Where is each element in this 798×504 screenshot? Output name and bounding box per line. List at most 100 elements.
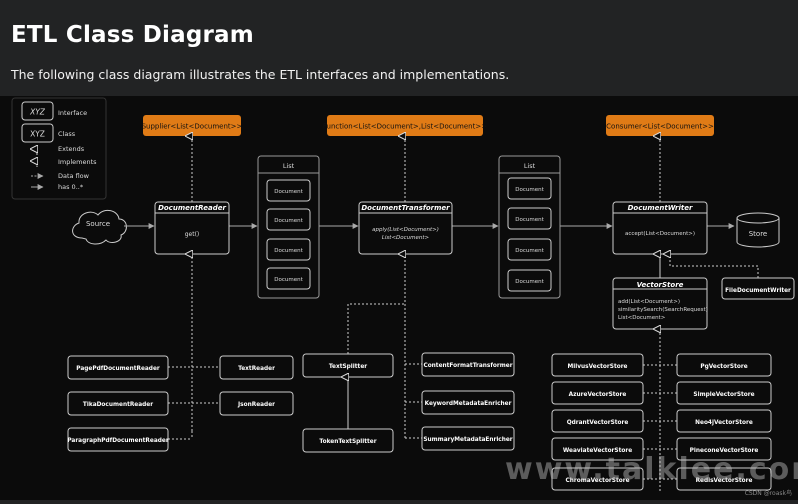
vector-store-name: VectorStore (637, 281, 684, 289)
json-reader-box (219, 391, 294, 416)
milvus-store-box (551, 353, 644, 377)
pinecone-store: PineconeVectorStore (690, 448, 759, 454)
file-writer-implements-writer (670, 254, 759, 278)
legend-class-box: XYZ (30, 130, 45, 139)
vector-store-method-search: similaritySearch(SearchRequest) (618, 307, 708, 313)
list-left-item-1: Document (274, 189, 303, 195)
legend-class-label: Class (58, 130, 76, 138)
chroma-store-box (551, 467, 644, 491)
milvus-store: MilvusVectorStore (568, 364, 628, 370)
list-right-item-2: Document (515, 217, 544, 223)
document-reader-method: get() (185, 231, 200, 238)
summary-metadata-enricher: SummaryMetadataEnricher (423, 437, 512, 443)
weaviate-store-box (551, 437, 644, 461)
consumer-interface: Consumer<List<Document>> (606, 123, 714, 131)
function-interface: Function<List<Document>,List<Document>> (323, 123, 487, 131)
text-splitter-connector (347, 303, 405, 354)
consumer-interface-box (606, 115, 714, 136)
text-splitter: TextSplitter (329, 364, 367, 370)
diagram-svg: XYZ Interface XYZ Class Extends Implemen… (11, 97, 795, 491)
store-label: Store (749, 230, 768, 238)
list-right-box (498, 155, 561, 299)
document-reader-name: DocumentReader (158, 204, 226, 212)
page-title: ETL Class Diagram (11, 22, 254, 48)
keyword-metadata-enricher-box (421, 390, 515, 415)
list-right-item-1-box (507, 177, 552, 200)
qdrant-store: QdrantVectorStore (567, 420, 629, 426)
credit: CSDN @roask鸟 (744, 490, 792, 497)
watermark: www.talklee.com (505, 452, 798, 487)
azure-store-box (551, 381, 644, 405)
store-database-icon (736, 212, 780, 248)
list-right-item-4-box (507, 269, 552, 292)
tika-reader: TikaDocumentReader (83, 402, 153, 408)
supplier-interface: Supplier<List<Document>> (142, 123, 243, 131)
pg-store-box (676, 353, 772, 377)
summary-metadata-enricher-box (421, 426, 515, 451)
list-left-item-3: Document (274, 248, 303, 254)
token-text-splitter-box (302, 428, 394, 453)
file-document-writer: FileDocumentWriter (725, 288, 791, 294)
paragraph-pdf-reader: ParagraphPdfDocumentReader (67, 438, 169, 444)
list-left-item-2-box (266, 208, 311, 231)
token-text-splitter: TokenTextSplitter (319, 439, 376, 445)
legend-interface-box: XYZ (29, 108, 46, 117)
page-pdf-reader-box (67, 355, 169, 380)
simple-store: SimpleVectorStore (693, 392, 754, 398)
redis-store: RedisVectorStore (696, 478, 753, 484)
document-writer-name: DocumentWriter (628, 204, 693, 212)
simple-store-box (676, 381, 772, 405)
legend-interface-label: Interface (58, 109, 87, 117)
content-format-transformer: ContentFormatTransformer (423, 363, 512, 369)
list-left-item-3-box (266, 238, 311, 261)
list-left-item-4-box (266, 267, 311, 290)
keyword-metadata-enricher: KeywordMetadataEnricher (425, 401, 512, 407)
document-transformer-method: apply(List<Document>) (372, 227, 439, 233)
weaviate-store: WeaviateVectorStore (563, 448, 632, 454)
legend: XYZ Interface XYZ Class Extends Implemen… (11, 97, 107, 200)
paragraph-pdf-reader-box (67, 427, 169, 452)
list-right-item-3-box (507, 238, 552, 261)
legend-data-flow: Data flow (58, 172, 90, 180)
legend-interface-swatch (21, 101, 54, 121)
pinecone-store-box (676, 437, 772, 461)
legend-class-swatch (21, 123, 54, 143)
page-subtitle: The following class diagram illustrates … (11, 67, 510, 82)
list-right-item-1: Document (515, 187, 544, 193)
list-right-item-2-box (507, 207, 552, 230)
document-writer-method: accept(List<Document>) (625, 231, 695, 237)
pg-store: PgVectorStore (700, 364, 747, 370)
list-left-item-1-box (266, 179, 311, 202)
legend-frame (11, 97, 107, 200)
list-left-item-4: Document (274, 277, 303, 283)
list-right-item-3: Document (515, 248, 544, 254)
source-label: Source (86, 220, 110, 228)
azure-store: AzureVectorStore (569, 392, 627, 398)
vector-store-method-return: List<Document> (618, 315, 666, 321)
text-reader-box (219, 355, 294, 380)
function-interface-box (327, 115, 483, 136)
document-transformer-name: DocumentTransformer (361, 204, 450, 212)
document-transformer-method-return: List<Document> (382, 235, 430, 241)
source-cloud-icon (72, 209, 127, 245)
neo4j-store: Neo4jVectorStore (695, 420, 753, 426)
legend-implements: Implements (58, 158, 97, 166)
text-reader: TextReader (238, 366, 275, 372)
legend-has: has 0..* (58, 183, 84, 191)
qdrant-store-box (551, 409, 644, 433)
redis-store-box (676, 467, 772, 491)
vector-store-method-add: add(List<Document>) (618, 299, 680, 305)
chroma-store: ChromaVectorStore (565, 478, 629, 484)
etl-class-diagram: XYZ Interface XYZ Class Extends Implemen… (0, 96, 798, 500)
json-reader: JsonReader (237, 402, 275, 408)
legend-extends: Extends (58, 145, 85, 153)
list-right-item-4: Document (515, 279, 544, 285)
list-left-title: List (283, 162, 295, 170)
list-right-title: List (524, 162, 536, 170)
tika-reader-box (67, 391, 169, 416)
list-left-box (257, 155, 320, 299)
list-left-item-2: Document (274, 218, 303, 224)
neo4j-store-box (676, 409, 772, 433)
supplier-interface-box (143, 115, 241, 136)
content-format-transformer-box (421, 352, 515, 377)
